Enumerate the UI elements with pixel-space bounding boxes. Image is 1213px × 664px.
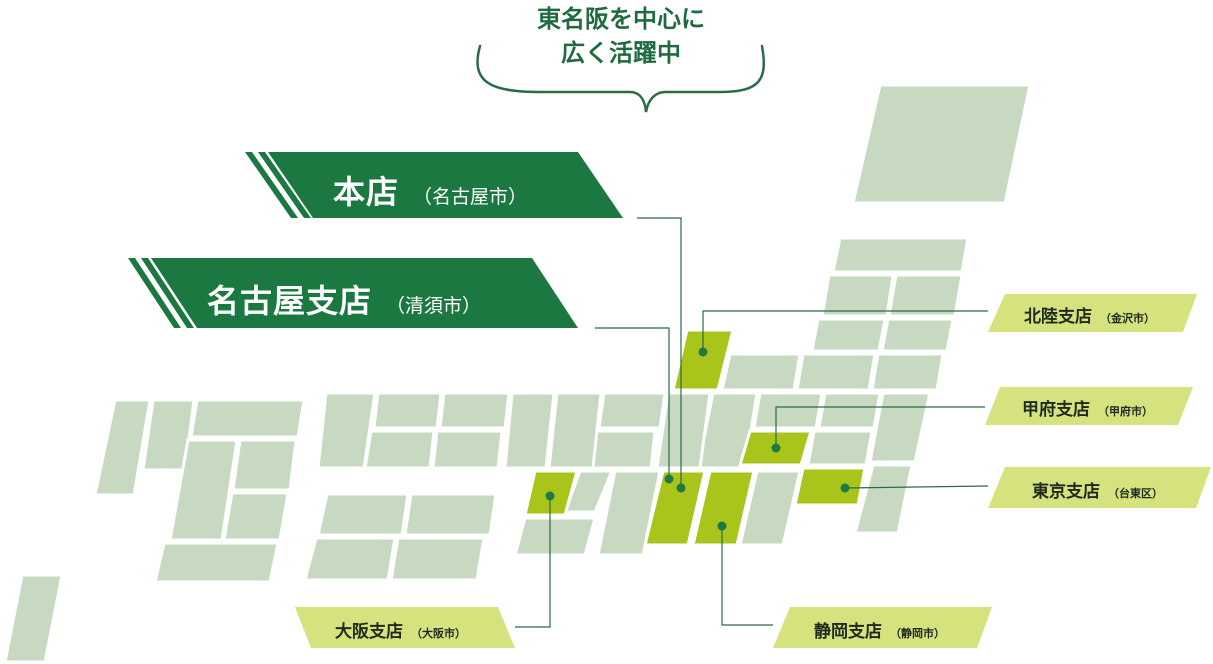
head-office-banner [245, 152, 623, 218]
osaka-branch-label: 大阪支店 （大阪市） [335, 617, 466, 642]
prefecture-kanagawa [738, 469, 802, 547]
head-office-leader [637, 217, 682, 488]
hokuriku-branch-name: 北陸支店 [1024, 307, 1092, 327]
prefecture-okayama [431, 429, 504, 470]
prefecture-ehime [303, 536, 397, 582]
kofu-branch-city: （甲府市） [1098, 405, 1153, 418]
prefecture-kumamoto [168, 438, 239, 542]
prefecture-miyagi [880, 317, 955, 353]
nagoya-branch-city: （清須市） [386, 295, 482, 317]
hokuriku-branch-banner [988, 294, 1197, 332]
prefecture-okinawa [3, 573, 64, 664]
tokyo-branch-banner [988, 467, 1211, 508]
prefecture-yamaguchi [316, 391, 377, 470]
prefecture-shizuoka [691, 469, 756, 547]
nagoya-branch-name: 名古屋支店 [207, 282, 373, 320]
nagoya-branch-banner [128, 258, 578, 328]
prefecture-oita [231, 438, 298, 492]
prefecture-fukushima-e [870, 352, 945, 392]
tokyo-branch-marker [840, 483, 850, 493]
prefecture-aomori [831, 236, 970, 274]
nagoya-branch-leader [595, 327, 670, 479]
prefecture-miyazaki [222, 491, 290, 542]
osaka-branch-leader [515, 496, 551, 628]
callout-bracket [476, 44, 766, 113]
prefecture-iwate [887, 273, 964, 318]
prefecture-akita [820, 273, 895, 318]
tokyo-branch-name: 東京支店 [1032, 482, 1100, 502]
prefecture-kochi [389, 536, 486, 582]
prefecture-tochigi [817, 391, 882, 430]
kofu-branch-banner [985, 387, 1193, 425]
prefecture-kagawa [316, 492, 410, 537]
prefecture-gifu [655, 391, 712, 470]
prefecture-ishikawa [671, 328, 735, 392]
shizuoka-branch-marker [717, 521, 727, 531]
prefecture-hyogo [503, 391, 556, 470]
prefecture-wakayama [513, 516, 597, 557]
prefecture-hokkaido [851, 83, 1032, 205]
prefecture-fukui [597, 391, 667, 430]
prefecture-kyoto [547, 391, 603, 470]
prefecture-hiroshima [363, 429, 436, 470]
prefecture-ibaraki [868, 391, 932, 464]
prefecture-fukuoka [189, 398, 306, 439]
shizuoka-branch-name: 静岡支店 [814, 622, 882, 642]
kofu-branch-leader [775, 406, 985, 448]
hokuriku-branch-leader [702, 310, 988, 352]
kofu-branch-marker [771, 443, 781, 453]
callout-line-2: 広く活躍中 [561, 39, 681, 67]
prefecture-tottori [438, 391, 511, 430]
callout-line-1: 東名阪を中心に [537, 5, 705, 33]
nagoya-branch-marker [664, 474, 674, 484]
shizuoka-branch-city: （静岡市） [890, 627, 945, 640]
prefecture-niigata [720, 352, 802, 392]
shizuoka-branch-label: 静岡支店 （静岡市） [814, 617, 945, 642]
hokuriku-branch-marker [698, 347, 708, 357]
prefecture-tokushima [403, 492, 498, 537]
prefecture-kagoshima [153, 541, 280, 584]
osaka-branch-banner [295, 607, 515, 648]
prefecture-shiga [588, 429, 657, 470]
prefecture-gunma [752, 391, 824, 430]
osaka-branch-marker [545, 491, 555, 501]
shizuoka-branch-banner [773, 607, 992, 648]
hokuriku-branch-label: 北陸支店 （金沢市） [1024, 302, 1155, 327]
hokuriku-branch-city: （金沢市） [1100, 312, 1155, 325]
tokyo-branch-label: 東京支店 （台東区） [1032, 477, 1163, 502]
kofu-branch-label: 甲府支店 （甲府市） [1022, 395, 1153, 420]
osaka-branch-city: （大阪市） [411, 627, 466, 640]
callout-text: 東名阪を中心に 広く活躍中 [471, 2, 771, 70]
prefecture-nagasaki [93, 398, 152, 497]
prefecture-tokyo [793, 466, 867, 507]
prefecture-mie [596, 469, 662, 557]
prefecture-fukushima-w [795, 352, 877, 392]
head-office-name: 本店 [333, 173, 400, 211]
osaka-branch-name: 大阪支店 [335, 622, 403, 642]
kofu-branch-name: 甲府支店 [1022, 400, 1090, 420]
nagoya-branch-label: 名古屋支店 （清須市） [207, 276, 481, 322]
tokyo-branch-leader [844, 485, 989, 489]
shizuoka-branch-leader [721, 526, 773, 626]
tokyo-branch-city: （台東区） [1108, 487, 1163, 500]
prefecture-saitama [806, 429, 874, 467]
head-office-marker [676, 483, 686, 493]
prefecture-shimane [372, 391, 443, 430]
head-office-label: 本店 （名古屋市） [333, 167, 527, 213]
prefecture-chiba [853, 463, 914, 535]
prefecture-yamagata [810, 317, 887, 353]
head-office-city: （名古屋市） [413, 186, 528, 208]
